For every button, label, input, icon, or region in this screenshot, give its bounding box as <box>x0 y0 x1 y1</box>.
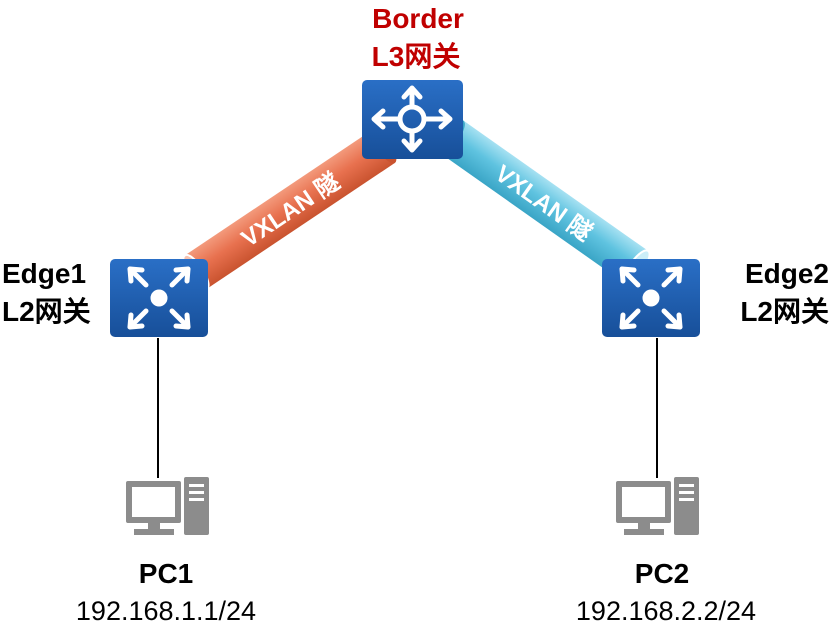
edge1-switch[interactable] <box>110 259 208 337</box>
l2-switch-icon <box>127 266 191 330</box>
border-router[interactable] <box>362 80 463 159</box>
border-role-label: L3网关 <box>372 41 461 72</box>
vxlan-tunnel-right-label: VXLAN 隧 <box>490 159 598 246</box>
edge1-name-label: Edge1 <box>2 258 86 289</box>
pc1-name-label: PC1 <box>139 558 193 589</box>
edge2-role-label: L2网关 <box>740 296 829 327</box>
pc-icon <box>616 477 699 535</box>
pc2-ip-label: 192.168.2.2/24 <box>576 596 756 626</box>
pc1-computer[interactable] <box>126 477 209 535</box>
border-name-label: Border <box>372 3 464 34</box>
router-icon <box>371 85 453 153</box>
l2-switch-icon <box>619 266 683 330</box>
pc2-name-label: PC2 <box>635 558 689 589</box>
edge2-name-label: Edge2 <box>745 258 829 289</box>
vxlan-tunnel-left-label: VXLAN 隧 <box>236 167 345 253</box>
edge1-role-label: L2网关 <box>2 296 91 327</box>
pc-icon <box>126 477 209 535</box>
pc2-computer[interactable] <box>616 477 699 535</box>
edge2-switch[interactable] <box>602 259 700 337</box>
pc1-ip-label: 192.168.1.1/24 <box>76 596 256 626</box>
